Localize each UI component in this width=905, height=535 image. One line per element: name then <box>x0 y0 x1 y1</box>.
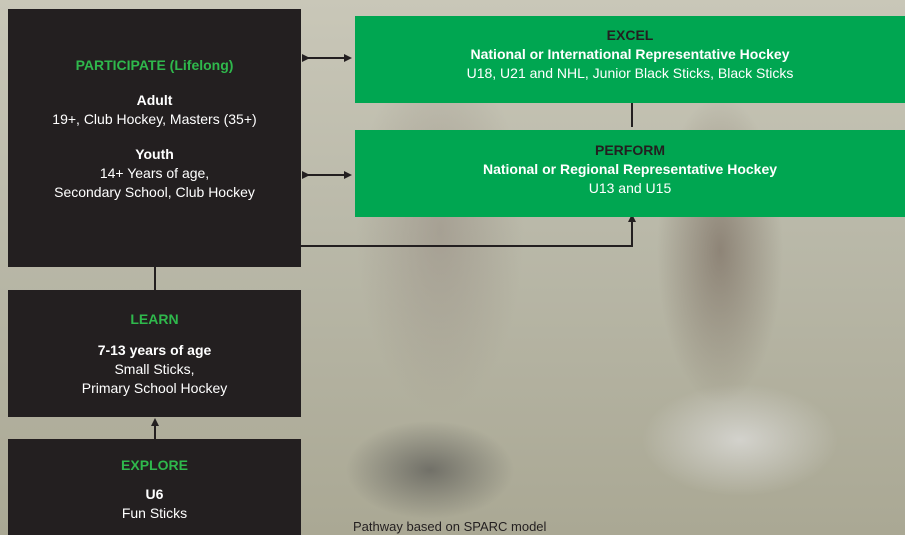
perform-subtitle: National or Regional Representative Hock… <box>482 161 778 177</box>
excel-text: U18, U21 and NHL, Junior Black Sticks, B… <box>466 65 794 81</box>
explore-title: EXPLORE <box>121 457 188 473</box>
youth-heading: Youth <box>135 146 174 162</box>
arrow-participate-to-perform-elbow <box>301 214 636 247</box>
learn-title: LEARN <box>130 311 179 327</box>
youth-line-1: 14+ Years of age, <box>99 165 210 181</box>
perform-title: PERFORM <box>595 142 665 158</box>
explore-heading: U6 <box>145 486 164 502</box>
learn-heading: 7-13 years of age <box>97 342 212 358</box>
adult-heading: Adult <box>136 92 173 108</box>
explore-line-1: Fun Sticks <box>121 505 188 521</box>
excel-subtitle: National or International Representative… <box>470 46 790 62</box>
participate-box: PARTICIPATE (Lifelong) Adult 19+, Club H… <box>8 9 301 267</box>
explore-box: EXPLORE U6 Fun Sticks <box>8 439 301 535</box>
perform-text: U13 and U15 <box>588 180 672 196</box>
adult-text: 19+, Club Hockey, Masters (35+) <box>52 111 257 127</box>
learn-line-2: Primary School Hockey <box>81 380 228 396</box>
excel-title: EXCEL <box>606 27 654 43</box>
participate-title: PARTICIPATE (Lifelong) <box>75 57 234 73</box>
learn-line-1: Small Sticks, <box>114 361 195 377</box>
source-caption: Pathway based on SPARC model <box>353 519 547 534</box>
excel-box: EXCEL National or International Represen… <box>355 16 905 103</box>
perform-box: PERFORM National or Regional Representat… <box>355 130 905 217</box>
learn-box: LEARN 7-13 years of age Small Sticks, Pr… <box>8 290 301 417</box>
youth-line-2: Secondary School, Club Hockey <box>54 184 255 200</box>
